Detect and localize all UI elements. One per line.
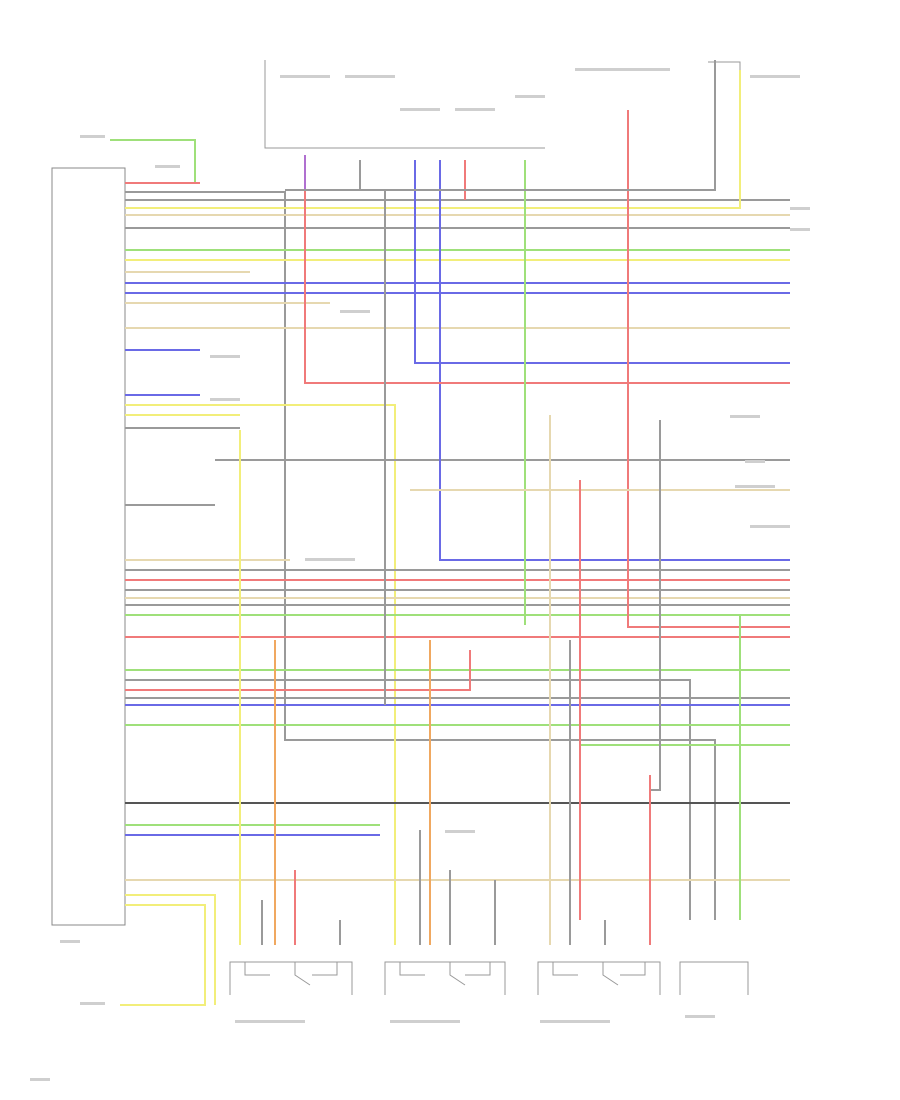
wire-yellow (120, 904, 206, 1006)
text-block (155, 165, 180, 168)
switch-symbol (552, 962, 646, 986)
wires (110, 60, 790, 1006)
text-block (685, 1015, 715, 1018)
text-block (540, 1020, 610, 1023)
text-block (445, 830, 475, 833)
wire-red (627, 110, 790, 628)
text-block (280, 75, 330, 78)
switch-panel-frame (264, 60, 545, 149)
wire-yellow (125, 404, 396, 945)
text-block (210, 355, 240, 358)
text-block (60, 940, 80, 943)
text-block (735, 485, 775, 488)
text-block (340, 310, 370, 313)
wire-yellow (125, 70, 741, 209)
wire-yellow (125, 894, 216, 1005)
text-block (750, 75, 800, 78)
control-module-box (51, 167, 126, 926)
switch-symbol (244, 962, 338, 986)
component-frames (51, 60, 749, 995)
text-block (210, 398, 240, 401)
connector-3-frame (537, 961, 661, 995)
text-block (80, 1002, 105, 1005)
sensor-frame (708, 61, 741, 70)
wire-blue (414, 160, 790, 364)
text-block (575, 68, 615, 71)
text-block (30, 1078, 50, 1081)
text-block (790, 228, 810, 231)
text-block (610, 68, 670, 71)
wire-gray (125, 679, 691, 920)
text-block (400, 108, 440, 111)
text-block (745, 460, 765, 463)
text-block (305, 558, 355, 561)
text-block (235, 1020, 305, 1023)
wire-red (304, 190, 790, 384)
label-blocks (30, 68, 810, 1081)
switch-symbol (399, 962, 491, 986)
text-block (80, 135, 105, 138)
connector-2-frame (384, 961, 506, 995)
connector-4-frame (679, 961, 749, 995)
text-block (515, 95, 545, 98)
text-block (390, 1020, 460, 1023)
wire-blue (439, 160, 790, 561)
wire-gray (125, 191, 716, 920)
text-block (345, 75, 395, 78)
wire-gray (285, 60, 716, 191)
text-block (730, 415, 760, 418)
text-block (750, 525, 790, 528)
wire-gray (650, 420, 661, 791)
text-block (790, 207, 810, 210)
connector-1-frame (229, 961, 353, 995)
text-block (455, 108, 495, 111)
wire-green (110, 139, 196, 184)
